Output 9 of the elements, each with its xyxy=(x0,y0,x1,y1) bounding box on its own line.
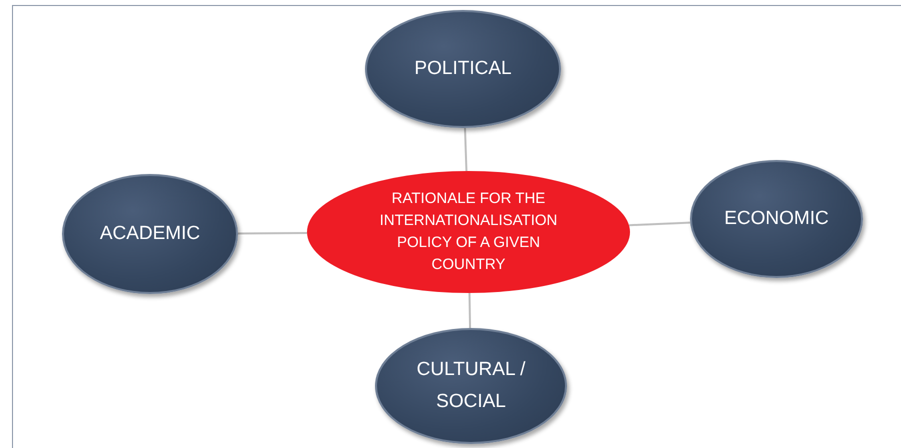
node-label: RATIONALE FOR THE INTERNATIONALISATION POLICY OF A GIVEN COUNTRY xyxy=(379,189,558,275)
node-label: POLITICAL xyxy=(414,57,512,81)
node-label: ACADEMIC xyxy=(100,222,200,246)
node-label: CULTURAL / SOCIAL xyxy=(416,358,526,414)
connector-line xyxy=(468,292,472,328)
connector-line xyxy=(464,128,468,172)
node-label: ECONOMIC xyxy=(724,207,829,231)
connector-line xyxy=(628,222,690,226)
connector-line xyxy=(238,232,308,234)
